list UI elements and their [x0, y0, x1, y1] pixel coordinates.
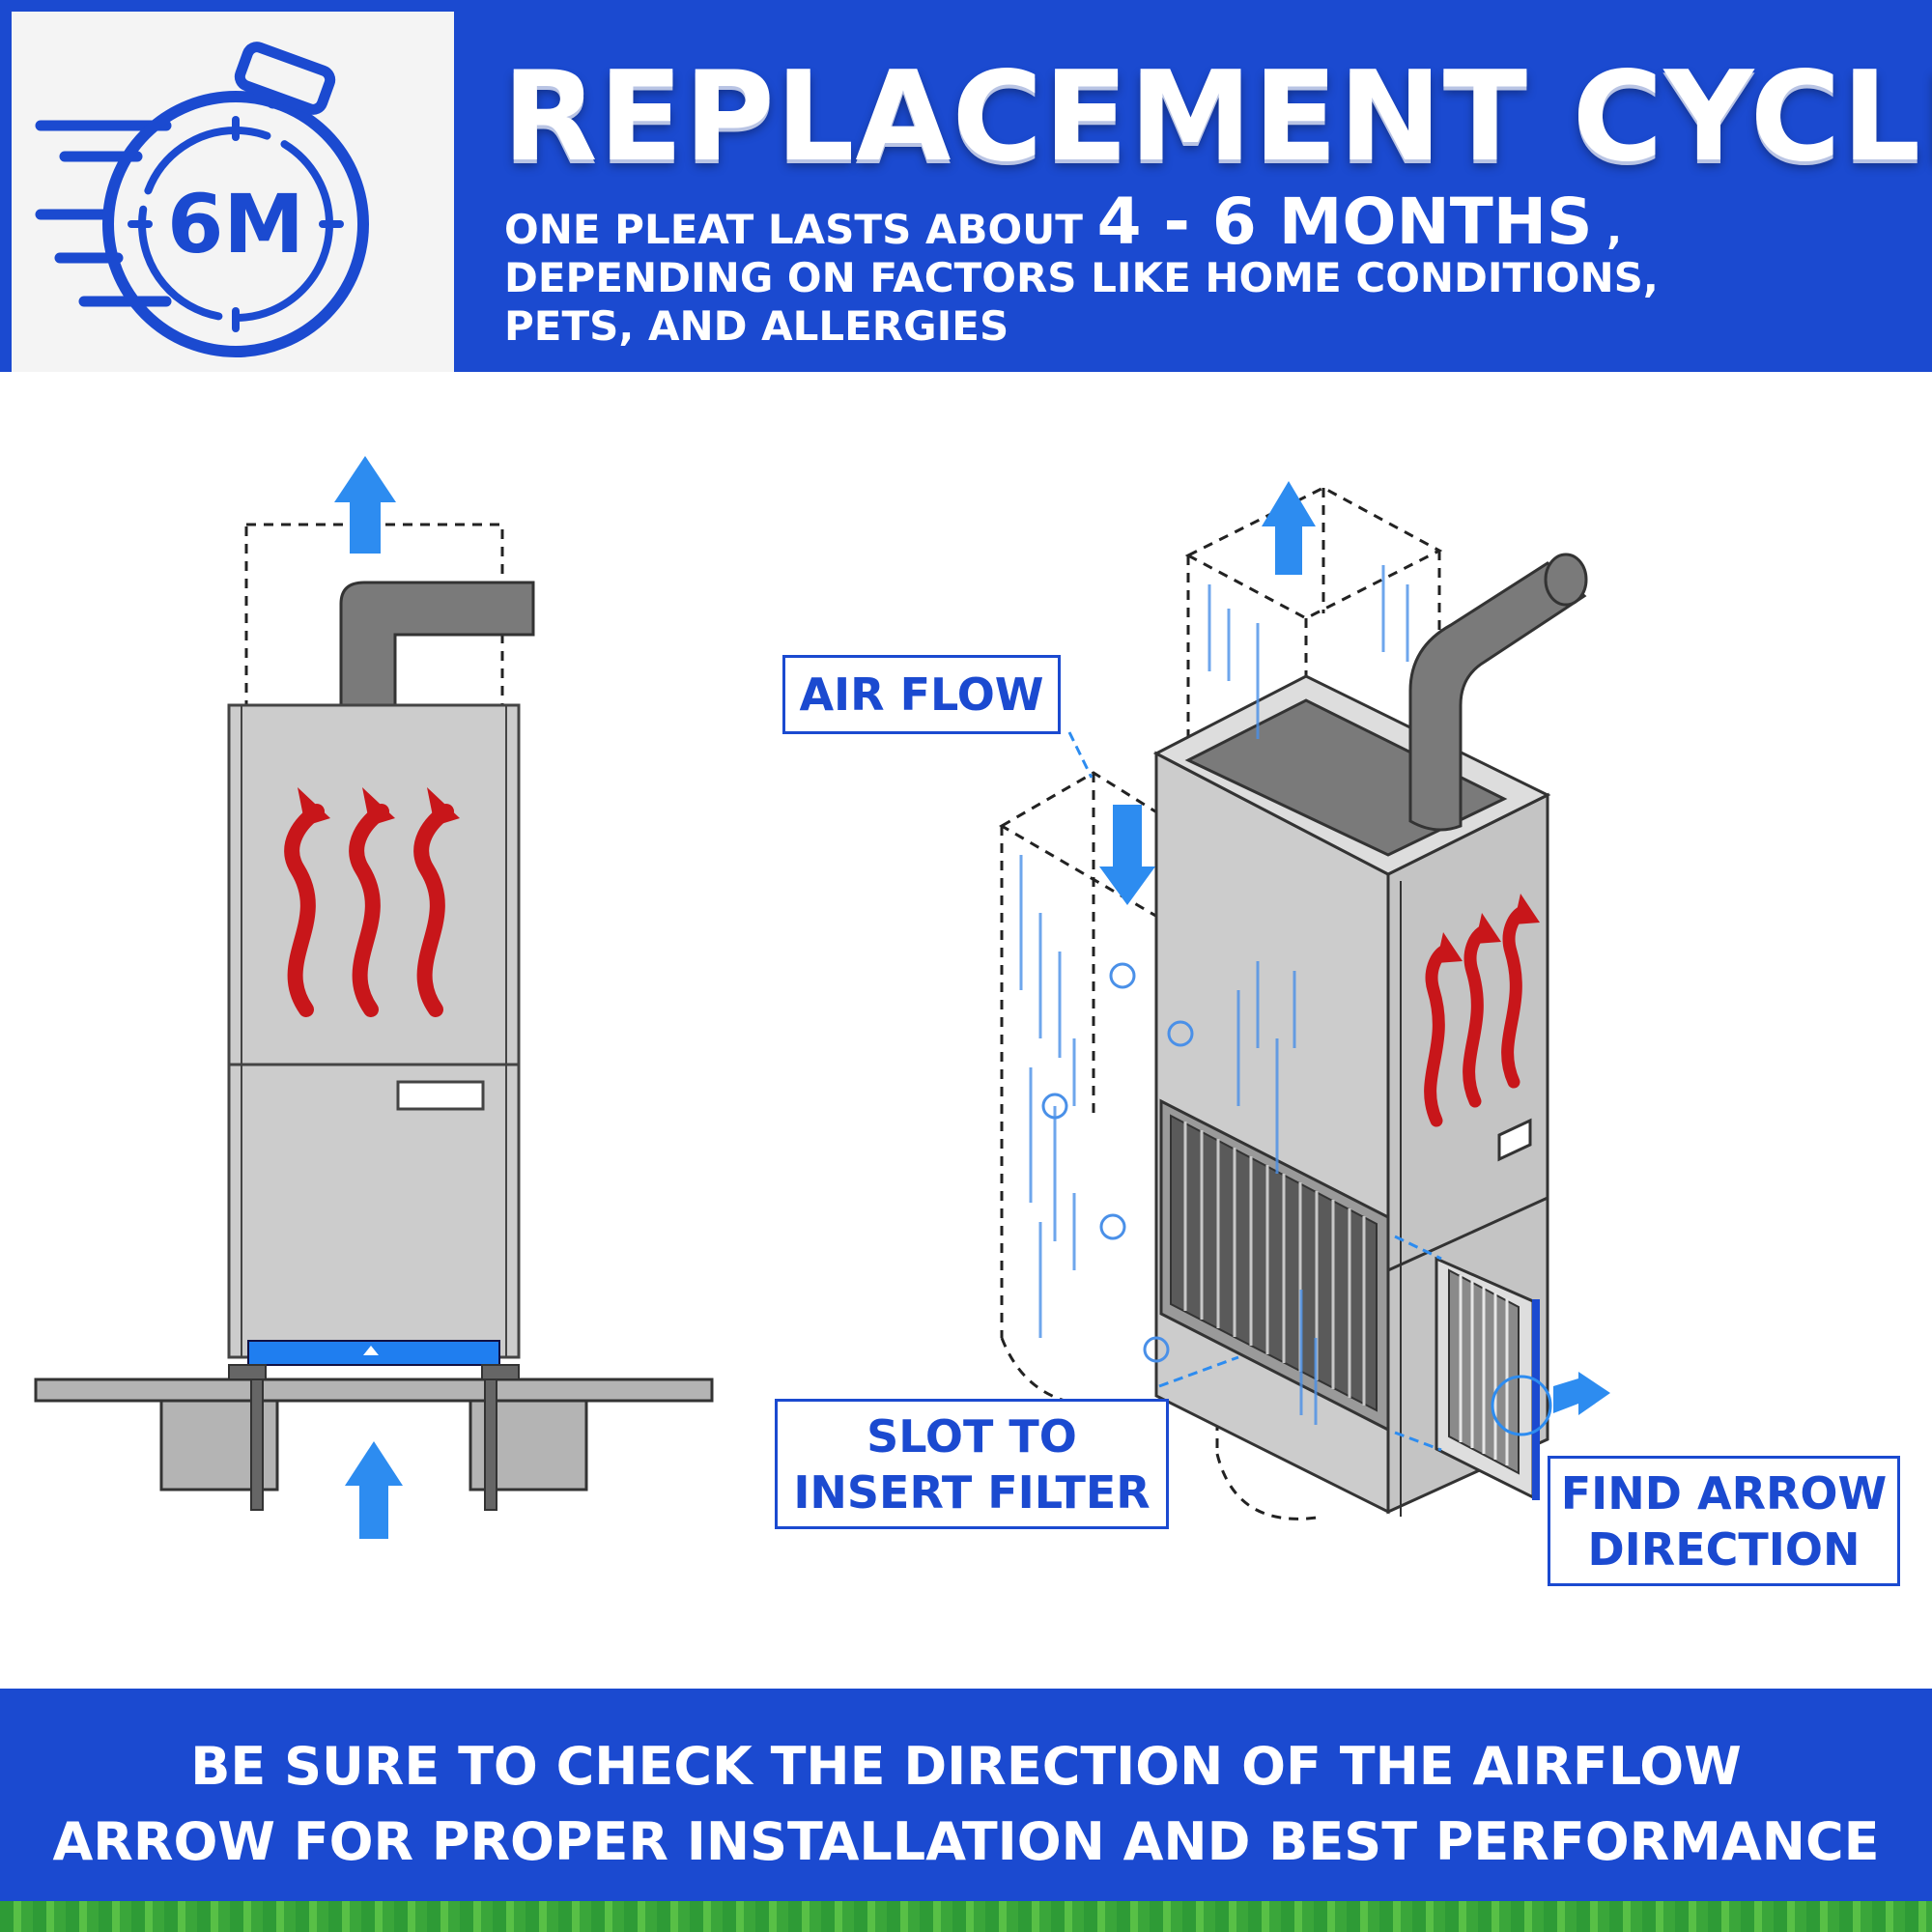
subtitle-prefix: ONE PLEAT LASTS ABOUT	[504, 206, 1097, 253]
subtitle-highlight: 4 - 6 MONTHS	[1096, 185, 1593, 259]
footer-line-2: ARROW FOR PROPER INSTALLATION AND BEST P…	[52, 1811, 1880, 1872]
find-arrow-direction-label: FIND ARROW DIRECTION	[1548, 1456, 1900, 1586]
iso-flue-pipe	[1408, 561, 1587, 832]
arrow-label-line-1: FIND ARROW	[1560, 1466, 1888, 1520]
front-view-furnace	[34, 456, 714, 1539]
up-arrow-icon	[334, 456, 396, 554]
slot-to-insert-filter-label: SLOT TO INSERT FILTER	[775, 1399, 1169, 1529]
furnace-diagrams	[34, 456, 1610, 1539]
grass-strip	[0, 1901, 1932, 1932]
pull-out-arrow-icon	[1553, 1372, 1610, 1415]
flue-pipe	[339, 581, 535, 707]
slot-label-line-1: SLOT TO	[867, 1409, 1077, 1463]
subtitle-line-2: DEPENDING ON FACTORS LIKE HOME CONDITION…	[504, 254, 1659, 301]
furnace-lower-cabinet	[227, 1063, 521, 1359]
down-arrow-icon	[1099, 805, 1155, 905]
stopwatch-icon	[35, 42, 369, 357]
side-access-panel	[1497, 1118, 1532, 1162]
heat-wave-icon	[284, 804, 454, 1017]
subtitle-line-1: ONE PLEAT LASTS ABOUT 4 - 6 MONTHS ,	[504, 190, 1895, 254]
footer-line-1: BE SURE TO CHECK THE DIRECTION OF THE AI…	[190, 1736, 1742, 1797]
page-title: REPLACEMENT CYCLE	[502, 45, 1932, 189]
exhaust-arrow-icon	[1262, 481, 1316, 575]
timer-label: 6M	[166, 177, 305, 271]
arrow-highlight-circle	[1491, 1375, 1552, 1436]
subtitle: ONE PLEAT LASTS ABOUT 4 - 6 MONTHS , DEP…	[504, 190, 1895, 351]
particle-icon	[1041, 962, 1194, 1363]
slot-label-line-2: INSERT FILTER	[793, 1465, 1151, 1519]
diagram-area: AIR FLOW SLOT TO INSERT FILTER FIND ARRO…	[12, 372, 1920, 1689]
subtitle-suffix: ,	[1592, 206, 1623, 253]
isometric-furnace	[999, 481, 1610, 1520]
subtitle-line-3: PETS, AND ALLERGIES	[504, 302, 1009, 350]
arrow-label-line-2: DIRECTION	[1587, 1522, 1861, 1576]
access-panel	[396, 1080, 485, 1111]
timer-icon-panel: 6M	[12, 12, 454, 372]
header-banner: 6M REPLACEMENT CYCLE ONE PLEAT LASTS ABO…	[0, 0, 1932, 372]
iso-heat-wave-icon	[1424, 906, 1527, 1127]
airflow-streaks	[1019, 565, 1409, 1425]
footer-banner: BE SURE TO CHECK THE DIRECTION OF THE AI…	[0, 1689, 1932, 1901]
intake-arrow-icon	[345, 1441, 403, 1539]
air-flow-label: AIR FLOW	[782, 655, 1061, 734]
floor-platform	[34, 1378, 714, 1403]
footer-message: BE SURE TO CHECK THE DIRECTION OF THE AI…	[0, 1729, 1932, 1880]
